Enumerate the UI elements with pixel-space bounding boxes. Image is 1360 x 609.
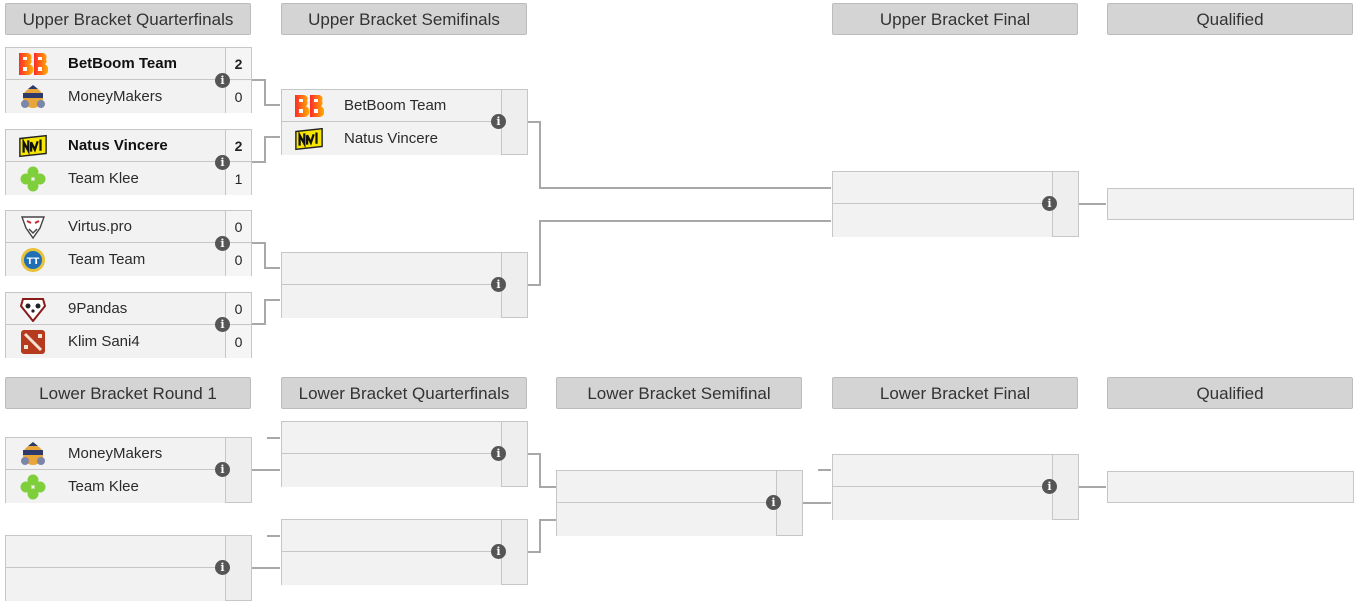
team-row-empty [282, 253, 501, 285]
moneymakers-logo-icon [18, 84, 48, 110]
match-info-icon[interactable]: i [766, 495, 781, 510]
team-row-empty [557, 504, 776, 536]
match-ub-final[interactable] [832, 171, 1079, 237]
team-row-empty [833, 205, 1052, 237]
team-name: Natus Vincere [68, 137, 168, 154]
header-lb-round1: Lower Bracket Round 1 [5, 377, 251, 409]
dota-logo-icon [18, 329, 48, 355]
navi-logo-icon [18, 133, 48, 159]
team-name: Natus Vincere [344, 130, 438, 147]
team-name: BetBoom Team [344, 97, 447, 114]
team-row-empty [282, 553, 501, 585]
team-name: BetBoom Team [68, 55, 177, 72]
score: 0 [225, 211, 251, 243]
match-info-icon[interactable]: i [491, 544, 506, 559]
team-row[interactable]: Klim Sani4 [6, 326, 225, 358]
team-row[interactable]: TT Team Team [6, 244, 225, 276]
navi-logo-icon [294, 126, 324, 152]
team-team-logo-icon: TT [18, 247, 48, 273]
match-lb-sf[interactable] [556, 470, 803, 536]
lb-qualified-slot [1107, 471, 1354, 503]
score: 0 [225, 293, 251, 325]
score: 2 [225, 130, 251, 162]
match-info-icon[interactable]: i [491, 114, 506, 129]
match-info-icon[interactable]: i [1042, 196, 1057, 211]
score: 0 [225, 244, 251, 276]
team-row-empty [6, 536, 225, 568]
team-row[interactable]: MoneyMakers [6, 438, 225, 470]
team-row-empty [833, 455, 1052, 487]
team-row[interactable]: BetBoom Team [282, 90, 501, 122]
team-name: Team Klee [68, 170, 139, 187]
match-lb-qf-1[interactable] [281, 421, 528, 487]
match-lb-final[interactable] [832, 454, 1079, 520]
betboom-logo-icon [294, 93, 324, 119]
virtus-pro-logo-icon [18, 214, 48, 240]
header-ub-final: Upper Bracket Final [832, 3, 1078, 35]
match-ub-qf-2[interactable]: Natus Vincere Team Klee 2 1 [5, 129, 252, 195]
match-ub-sf-1[interactable]: BetBoom Team Natus Vincere [281, 89, 528, 155]
team-row-empty [6, 569, 225, 601]
match-info-icon[interactable]: i [491, 446, 506, 461]
team-name: Team Team [68, 251, 146, 268]
header-lb-quarterfinals: Lower Bracket Quarterfinals [281, 377, 527, 409]
team-name: Virtus.pro [68, 218, 132, 235]
score: 2 [225, 48, 251, 80]
team-klee-logo-icon [18, 474, 48, 500]
betboom-logo-icon [18, 51, 48, 77]
team-row-empty [282, 455, 501, 487]
team-row-empty [557, 471, 776, 503]
match-ub-qf-1[interactable]: BetBoom Team MoneyMakers 2 0 [5, 47, 252, 113]
team-row-empty [833, 172, 1052, 204]
match-lb-r1-1[interactable]: MoneyMakers Team Klee [5, 437, 252, 503]
team-row-empty [282, 422, 501, 454]
header-lb-final: Lower Bracket Final [832, 377, 1078, 409]
team-klee-logo-icon [18, 166, 48, 192]
match-info-icon[interactable]: i [215, 73, 230, 88]
match-ub-qf-4[interactable]: 9Pandas Klim Sani4 0 0 [5, 292, 252, 358]
match-info-icon[interactable]: i [215, 560, 230, 575]
team-row[interactable]: BetBoom Team [6, 48, 225, 80]
team-row-empty [282, 520, 501, 552]
score: 0 [225, 81, 251, 113]
team-row[interactable]: MoneyMakers [6, 81, 225, 113]
header-lb-semifinal: Lower Bracket Semifinal [556, 377, 802, 409]
header-ub-semifinals: Upper Bracket Semifinals [281, 3, 527, 35]
team-name: MoneyMakers [68, 445, 163, 462]
moneymakers-logo-icon [18, 441, 48, 467]
header-ub-qualified: Qualified [1107, 3, 1353, 35]
score: 1 [225, 163, 251, 195]
match-ub-qf-3[interactable]: Virtus.pro TT Team Team 0 0 [5, 210, 252, 276]
team-name: 9Pandas [68, 300, 128, 317]
team-row[interactable]: Team Klee [6, 471, 225, 503]
match-info-icon[interactable]: i [491, 277, 506, 292]
header-ub-quarterfinals: Upper Bracket Quarterfinals [5, 3, 251, 35]
match-info-icon[interactable]: i [1042, 479, 1057, 494]
team-name: MoneyMakers [68, 88, 163, 105]
svg-text:TT: TT [27, 257, 40, 267]
match-info-icon[interactable]: i [215, 155, 230, 170]
match-info-icon[interactable]: i [215, 317, 230, 332]
team-name: Klim Sani4 [68, 333, 140, 350]
match-info-icon[interactable]: i [215, 236, 230, 251]
header-lb-qualified: Qualified [1107, 377, 1353, 409]
team-row-empty [282, 286, 501, 318]
team-row-empty [833, 488, 1052, 520]
team-row[interactable]: Natus Vincere [282, 123, 501, 155]
team-row[interactable]: 9Pandas [6, 293, 225, 325]
team-row[interactable]: Virtus.pro [6, 211, 225, 243]
ub-qualified-slot [1107, 188, 1354, 220]
team-row[interactable]: Team Klee [6, 163, 225, 195]
team-name: Team Klee [68, 478, 139, 495]
9pandas-logo-icon [18, 296, 48, 322]
team-row[interactable]: Natus Vincere [6, 130, 225, 162]
match-ub-sf-2[interactable] [281, 252, 528, 318]
score: 0 [225, 326, 251, 358]
match-info-icon[interactable]: i [215, 462, 230, 477]
